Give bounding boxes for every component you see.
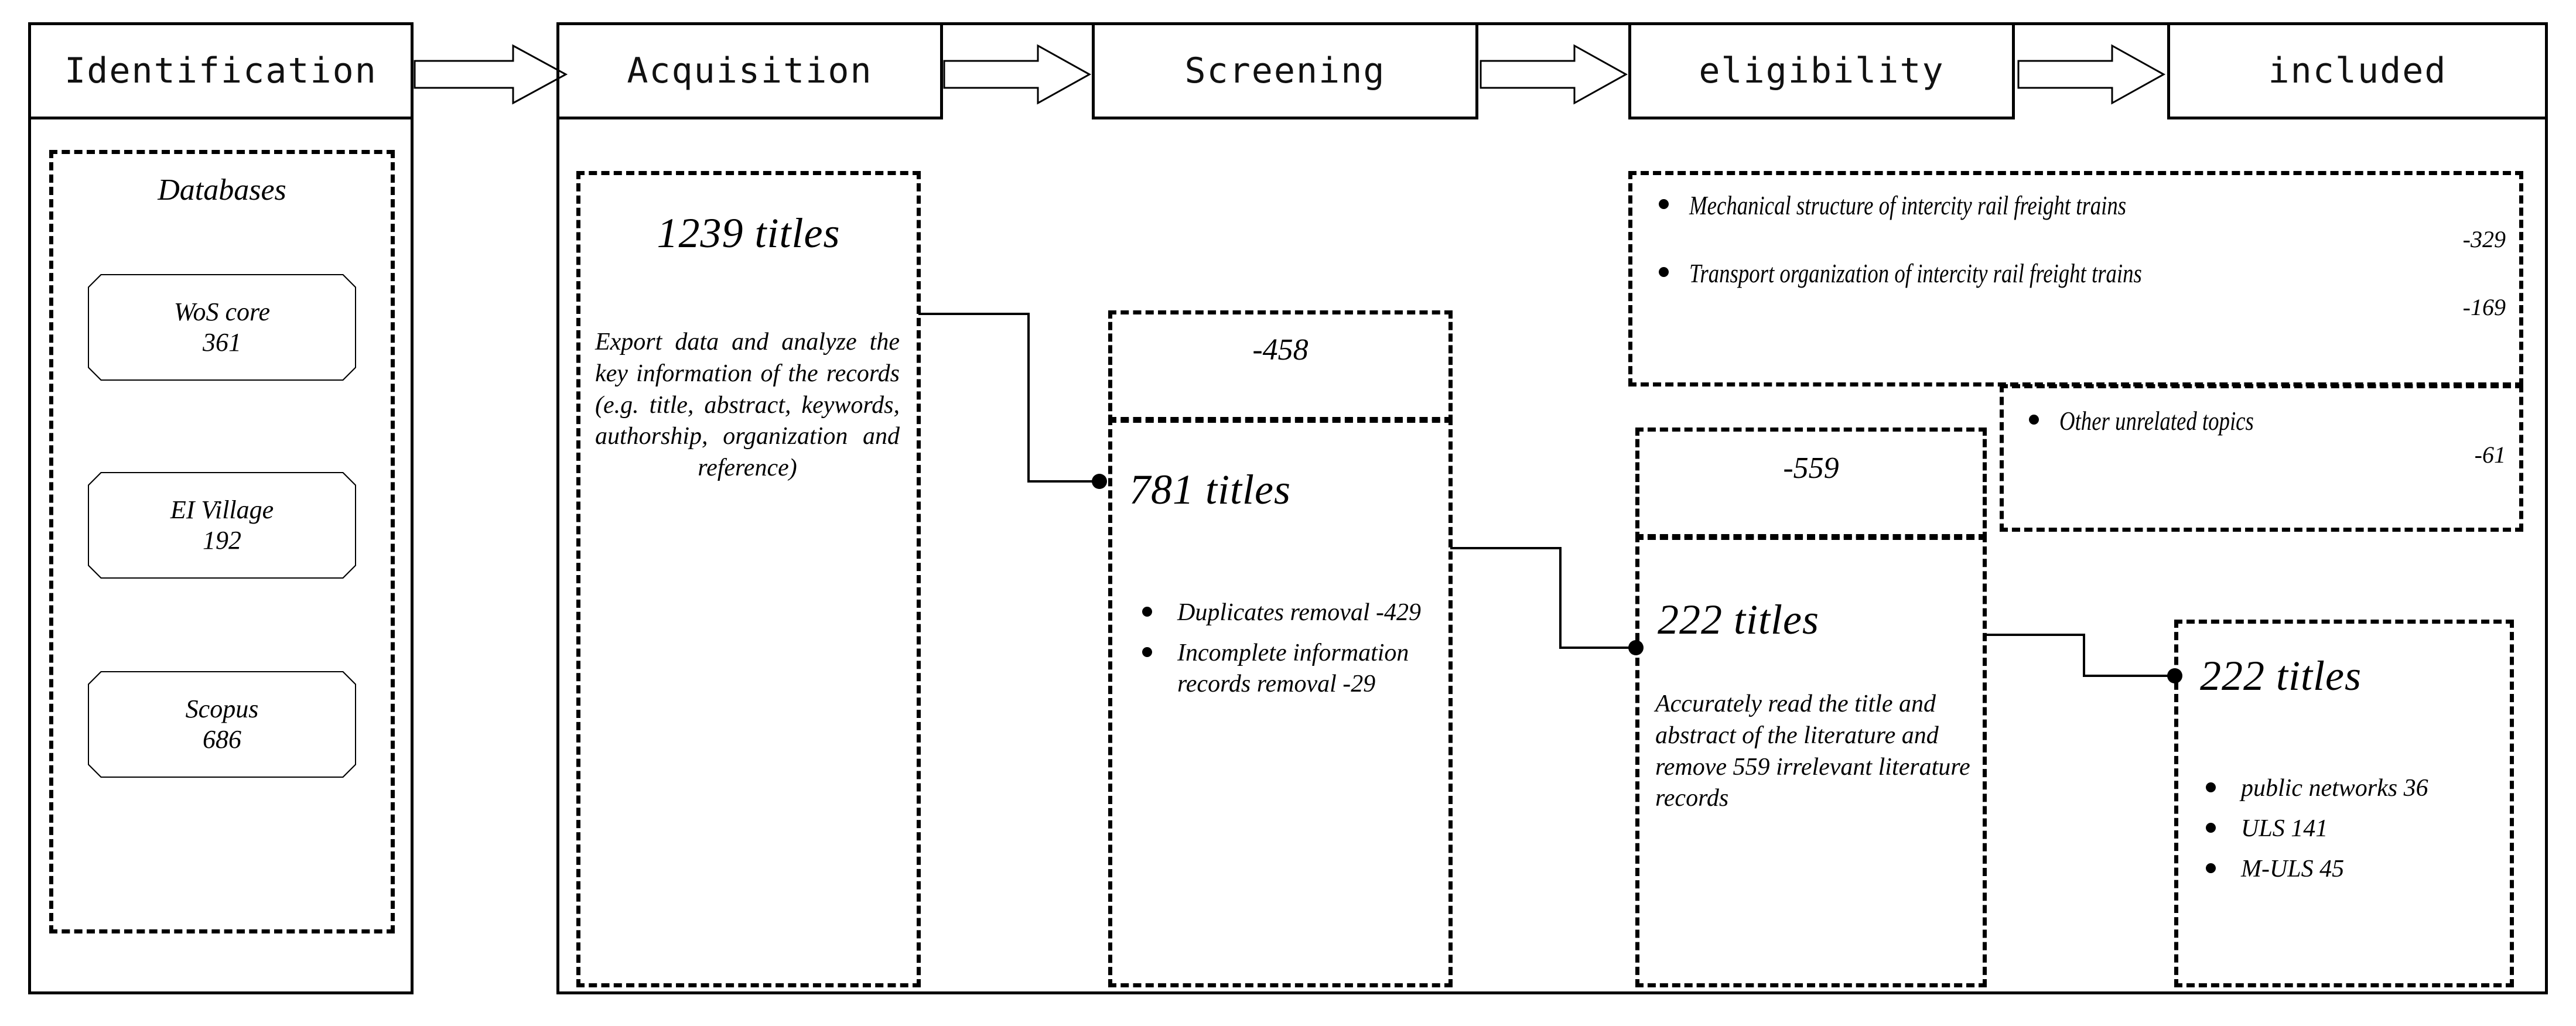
exclusion-count: -169 bbox=[2462, 294, 2506, 321]
flow-arrow-2-icon bbox=[943, 44, 1092, 105]
connector-1-segment-h2 bbox=[1027, 480, 1099, 483]
bullet-dot-icon bbox=[2206, 863, 2216, 873]
screening-reasons-list: Duplicates removal -429 Incomplete infor… bbox=[1134, 597, 1439, 709]
stage-header-identification[interactable]: Identification bbox=[28, 22, 414, 119]
list-item: public networks 36 bbox=[2198, 773, 2502, 804]
stage-header-eligibility-label: eligibility bbox=[1699, 50, 1945, 91]
connector-1-segment-h1 bbox=[918, 313, 1030, 315]
process-columns-container bbox=[556, 22, 2548, 994]
included-panel bbox=[2174, 620, 2514, 987]
stage-header-screening-label: Screening bbox=[1184, 50, 1386, 91]
database-chip-wos[interactable]: WoS core 361 bbox=[88, 274, 356, 381]
list-item: Duplicates removal -429 bbox=[1134, 597, 1439, 628]
bullet-dot-icon bbox=[2206, 822, 2216, 833]
flow-arrow-4-icon bbox=[2017, 44, 2166, 105]
bullet-dot-icon bbox=[1142, 647, 1152, 657]
screening-removed-count: -458 bbox=[1252, 333, 1309, 367]
database-chip-ei-name: EI Village bbox=[170, 495, 274, 525]
list-item: ULS 141 bbox=[2198, 813, 2502, 844]
exclusion-reason: Other unrelated topics bbox=[2059, 406, 2254, 436]
database-chip-wos-count: 361 bbox=[202, 328, 241, 357]
stage-header-included-label: included bbox=[2268, 50, 2447, 91]
connector-1-junction-dot-icon bbox=[1092, 474, 1107, 489]
flow-arrow-3-icon bbox=[1480, 44, 1628, 105]
list-item: M-ULS 45 bbox=[2198, 854, 2502, 885]
stage-header-screening[interactable]: Screening bbox=[1092, 22, 1478, 119]
included-categories-list: public networks 36 ULS 141 M-ULS 45 bbox=[2198, 773, 2502, 894]
connector-1-segment-v bbox=[1027, 313, 1030, 483]
stage-header-eligibility[interactable]: eligibility bbox=[1628, 22, 2015, 119]
included-count: 222 titles bbox=[2200, 652, 2362, 699]
acquisition-count: 1239 titles bbox=[657, 210, 841, 256]
list-item: Incomplete information records removal -… bbox=[1134, 638, 1439, 700]
bullet-dot-icon bbox=[1142, 607, 1152, 617]
bullet-dot-icon bbox=[2029, 415, 2039, 425]
screening-panel bbox=[1108, 417, 1453, 987]
bullet-dot-icon bbox=[1659, 267, 1669, 278]
exclusion-reason: Mechanical structure of intercity rail f… bbox=[1689, 190, 2127, 220]
exclusion-reason: Transport organization of intercity rail… bbox=[1689, 258, 2142, 289]
eligibility-removed-count: -559 bbox=[1783, 452, 1839, 485]
database-chip-ei[interactable]: EI Village 192 bbox=[88, 472, 356, 579]
database-chip-ei-count: 192 bbox=[203, 526, 241, 555]
database-chip-scopus-name: Scopus bbox=[185, 695, 259, 724]
bullet-dot-icon bbox=[2206, 782, 2216, 792]
databases-panel bbox=[49, 150, 395, 933]
databases-panel-title: Databases bbox=[158, 173, 286, 207]
database-chip-scopus-count: 686 bbox=[203, 725, 241, 754]
eligibility-other-exclusion-box bbox=[2000, 384, 2523, 532]
eligibility-other-exclusion-list: Other unrelated topics -61 bbox=[2021, 404, 2506, 470]
list-item: Transport organization of intercity rail… bbox=[1651, 256, 2506, 322]
exclusion-count: -61 bbox=[2474, 441, 2506, 468]
eligibility-count: 222 titles bbox=[1658, 596, 1819, 643]
stage-header-identification-label: Identification bbox=[64, 50, 377, 91]
screening-count: 781 titles bbox=[1129, 466, 1291, 513]
exclusion-count: -329 bbox=[2462, 225, 2506, 252]
stage-header-acquisition[interactable]: Acquisition bbox=[556, 22, 943, 119]
acquisition-description: Export data and analyze the key informat… bbox=[595, 329, 900, 481]
connector-3-segment-h1 bbox=[1984, 634, 2085, 636]
connector-2-segment-v bbox=[1559, 547, 1562, 649]
eligibility-description: Accurately read the title and abstract o… bbox=[1655, 690, 1970, 812]
connector-3-segment-v bbox=[2083, 634, 2085, 677]
eligibility-exclusions-list: Mechanical structure of intercity rail f… bbox=[1651, 189, 2506, 325]
stage-header-acquisition-label: Acquisition bbox=[627, 50, 873, 91]
eligibility-panel bbox=[1635, 534, 1987, 987]
stage-header-included[interactable]: included bbox=[2167, 22, 2548, 119]
connector-2-segment-h2 bbox=[1559, 647, 1635, 649]
connector-2-segment-h1 bbox=[1450, 547, 1562, 549]
connector-3-segment-h2 bbox=[2083, 675, 2173, 677]
list-item: Mechanical structure of intercity rail f… bbox=[1651, 189, 2506, 254]
flow-arrow-1-icon bbox=[414, 44, 568, 105]
database-chip-scopus[interactable]: Scopus 686 bbox=[88, 671, 356, 778]
list-item: Other unrelated topics -61 bbox=[2021, 404, 2506, 470]
bullet-dot-icon bbox=[1659, 199, 1669, 209]
acquisition-panel bbox=[576, 171, 921, 987]
database-chip-wos-name: WoS core bbox=[173, 297, 271, 327]
